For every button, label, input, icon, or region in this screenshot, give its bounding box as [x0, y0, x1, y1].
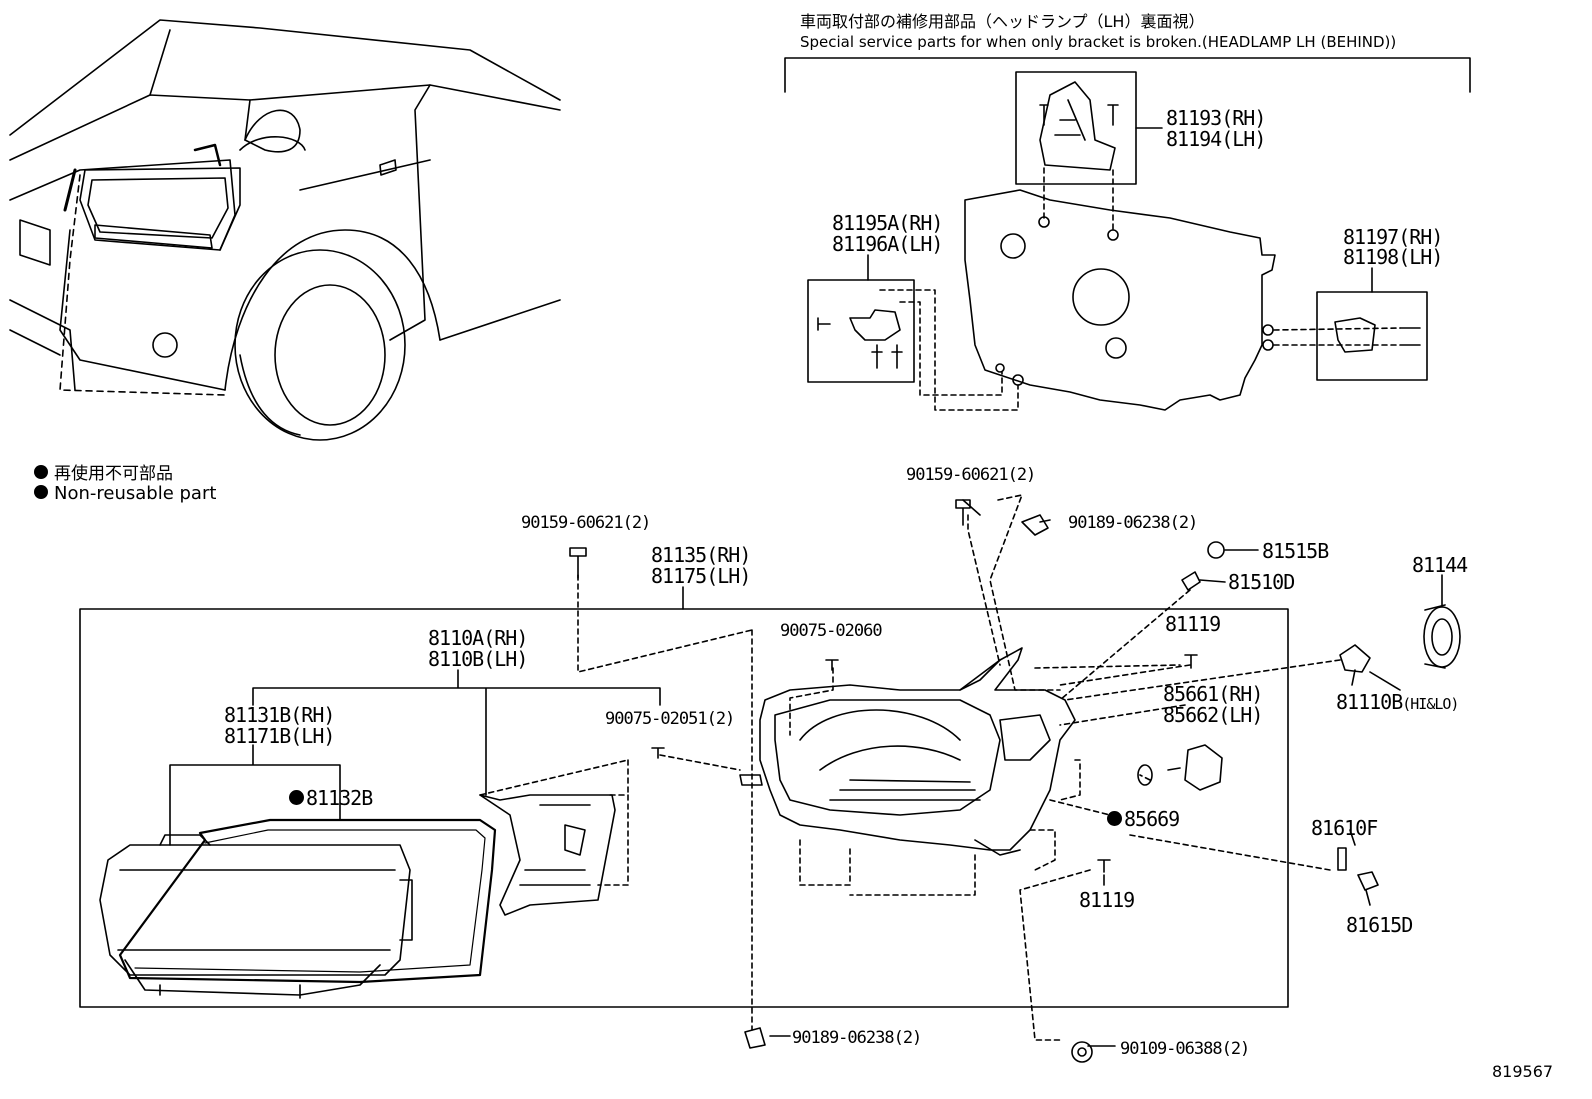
label-81197: 81197(RH) — [1343, 225, 1443, 249]
screw-90159-top — [955, 499, 971, 526]
header-title-ja: 車両取付部の補修用部品（ヘッドランプ（LH）裏面視） — [800, 12, 1205, 31]
label-90189-top: 90189-06238(2) — [1068, 513, 1198, 533]
cap-81510d — [1181, 571, 1201, 591]
label-81135: 81135(RH) — [651, 543, 751, 567]
label-81610f: 81610F — [1311, 816, 1378, 840]
vehicle-front-illustration — [9, 19, 561, 441]
label-81510d: 81510D — [1228, 570, 1295, 594]
label-81171b: 81171B(LH) — [224, 724, 335, 748]
bulb-81610f — [1337, 847, 1347, 871]
bracket-81197-box — [1316, 291, 1428, 381]
nut-90109 — [1071, 1041, 1093, 1063]
headlamp-assembly-frame — [79, 608, 1289, 1008]
bracket-81195a-box — [807, 279, 915, 383]
screw-90159-left — [569, 547, 587, 579]
legend-ja: 再使用不可部品 — [34, 459, 173, 484]
label-81110b: 81110B(HI&LO) — [1336, 690, 1459, 714]
dashed-leader-lines — [577, 494, 1341, 1041]
headlamp-lens-illustration — [99, 834, 413, 999]
non-reusable-dot-icon — [34, 465, 48, 479]
label-90075-02060: 90075-02060 — [780, 621, 883, 641]
label-81175: 81175(LH) — [651, 564, 751, 588]
bracket-81195a-illustration — [817, 309, 903, 369]
label-81144: 81144 — [1412, 553, 1468, 577]
label-85661: 85661(RH) — [1163, 682, 1263, 706]
label-81110b-number: 81110B — [1336, 690, 1403, 714]
label-90189-bottom: 90189-06238(2) — [792, 1028, 922, 1048]
label-90159-top: 90159-60621(2) — [906, 465, 1036, 485]
label-90159-left: 90159-60621(2) — [521, 513, 651, 533]
screw-81119-top — [1184, 654, 1198, 669]
bracket-81193-illustration — [1039, 81, 1119, 171]
figure-id: 819567 — [1492, 1062, 1554, 1081]
label-81119-top: 81119 — [1165, 612, 1221, 636]
label-81515b: 81515B — [1262, 539, 1329, 563]
legend-ja-text: 再使用不可部品 — [54, 464, 173, 484]
non-reusable-dot-icon — [289, 790, 304, 805]
service-parts-bracket — [784, 57, 1471, 93]
clip-90189-top — [1021, 514, 1049, 536]
label-85662: 85662(LH) — [1163, 703, 1263, 727]
label-81132b: 81132B — [289, 786, 373, 810]
bracket-81197-illustration — [1334, 317, 1421, 353]
headlamp-back-view — [964, 189, 1276, 411]
label-8110a: 8110A(RH) — [428, 626, 528, 650]
label-85669-text: 85669 — [1124, 807, 1180, 831]
label-81132b-text: 81132B — [306, 786, 373, 810]
label-8110b: 8110B(LH) — [428, 647, 528, 671]
label-81110b-suffix: (HI&LO) — [1402, 695, 1459, 713]
header-title-en: Special service parts for when only brac… — [800, 33, 1397, 51]
label-81194: 81194(LH) — [1166, 127, 1266, 151]
socket-81144 — [1423, 604, 1461, 669]
label-85669: 85669 — [1107, 807, 1180, 831]
socket-81615d — [1357, 871, 1379, 891]
non-reusable-dot-icon — [1107, 811, 1122, 826]
o-ring-85669 — [1137, 764, 1153, 786]
non-reusable-dot-icon — [34, 485, 48, 499]
label-81119-bottom: 81119 — [1079, 888, 1135, 912]
label-90075-02051: 90075-02051(2) — [605, 709, 735, 729]
legend-en: Non-reusable part — [34, 483, 216, 504]
vehicle-headlamp-dashed-outline — [59, 174, 226, 396]
legend-en-text: Non-reusable part — [54, 483, 217, 504]
clip-90189-bottom — [744, 1027, 766, 1049]
bezel-8110a-illustration — [479, 794, 616, 916]
screw-81119-bottom — [1097, 859, 1111, 873]
label-90109: 90109-06388(2) — [1120, 1039, 1250, 1059]
label-81615d: 81615D — [1346, 913, 1413, 937]
gasket-81132b-illustration — [118, 818, 497, 984]
actuator-85661 — [1167, 744, 1223, 791]
screw-90075-02060 — [825, 659, 839, 671]
label-81198: 81198(LH) — [1343, 245, 1443, 269]
label-81195a: 81195A(RH) — [832, 211, 943, 235]
headlamp-housing-illustration — [739, 647, 1076, 856]
label-81193: 81193(RH) — [1166, 106, 1266, 130]
label-81196a: 81196A(LH) — [832, 232, 943, 256]
cap-81515b — [1207, 541, 1225, 559]
label-81131b: 81131B(RH) — [224, 703, 335, 727]
screw-90075-02051 — [651, 747, 665, 759]
bulb-81110b — [1339, 644, 1371, 686]
